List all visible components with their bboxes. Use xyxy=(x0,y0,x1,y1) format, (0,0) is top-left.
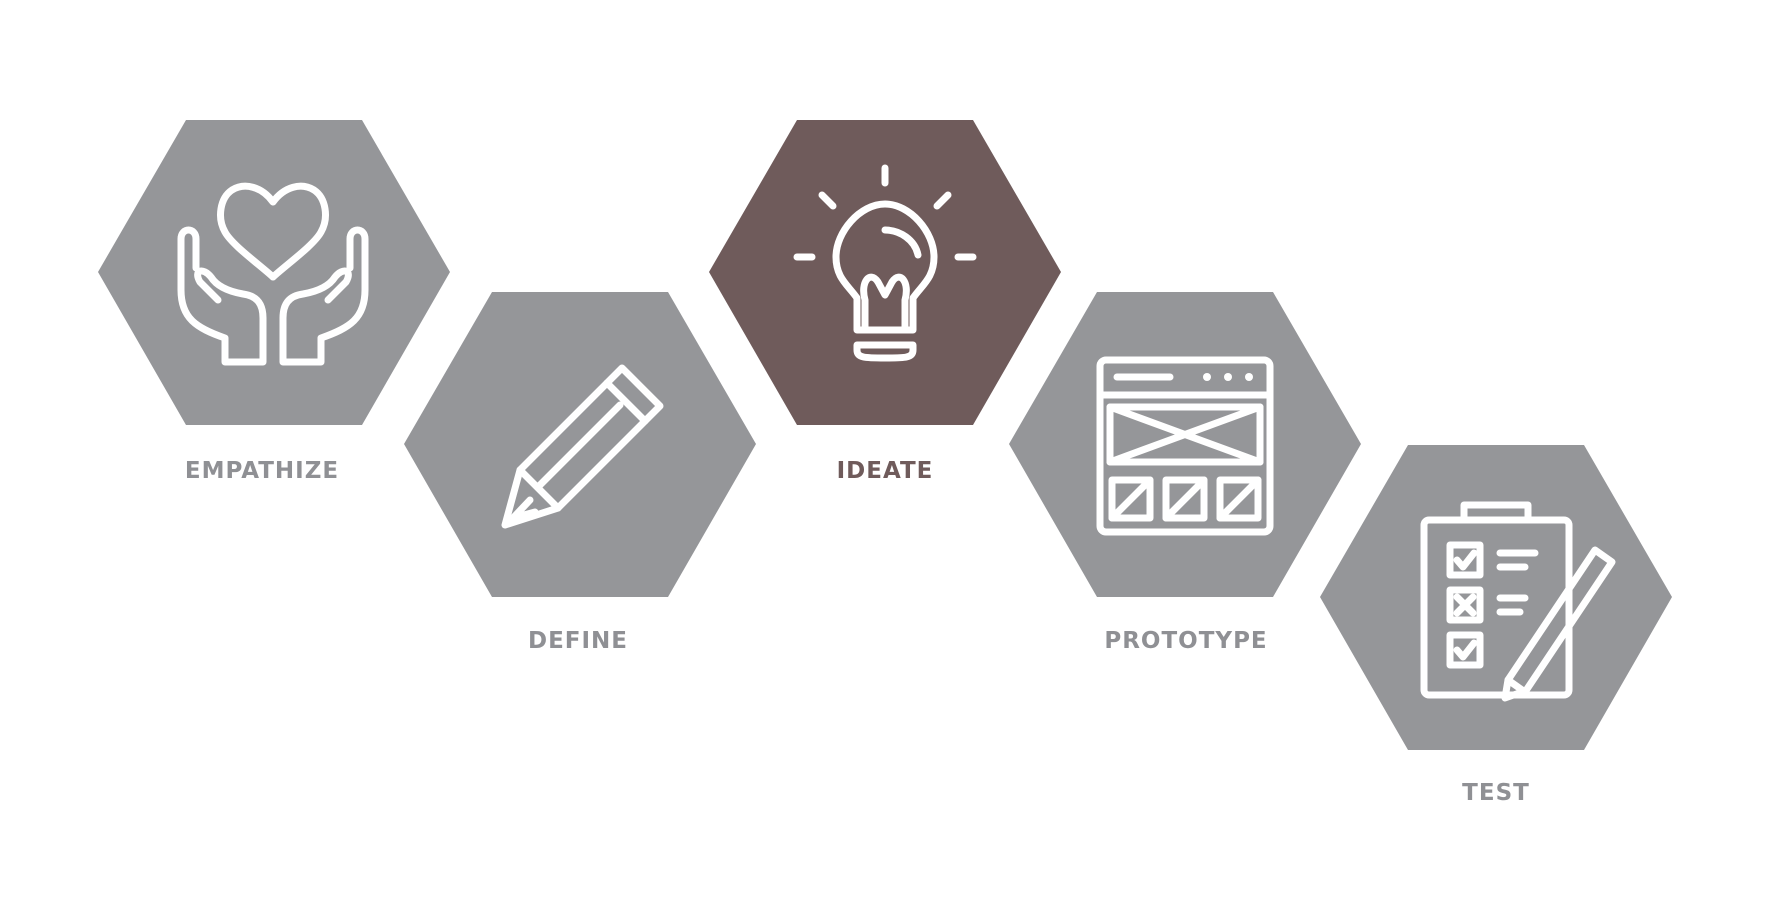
step-label-define: DEFINE xyxy=(527,628,629,654)
step-prototype xyxy=(1009,292,1361,597)
step-label-test: TEST xyxy=(1462,780,1530,806)
checklist-clipboard-icon xyxy=(1420,501,1616,702)
step-empathize xyxy=(98,120,450,425)
pencil-icon xyxy=(501,364,664,529)
step-label-prototype: PROTOTYPE xyxy=(1104,628,1268,654)
step-label-ideate: IDEATE xyxy=(836,458,934,484)
step-label-empathize: EMPATHIZE xyxy=(184,458,340,484)
hexagon-ideate xyxy=(709,120,1061,425)
step-test xyxy=(1320,445,1672,750)
wireframe-icon xyxy=(1096,356,1274,536)
hexagon-test xyxy=(1320,445,1672,750)
hexagon-prototype xyxy=(1009,292,1361,597)
heart-in-hands-icon xyxy=(177,182,369,366)
lightbulb-icon xyxy=(793,164,977,362)
step-ideate xyxy=(709,120,1061,425)
step-define xyxy=(404,292,756,597)
